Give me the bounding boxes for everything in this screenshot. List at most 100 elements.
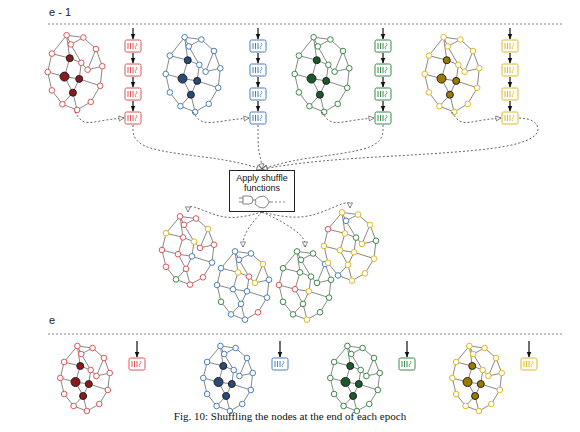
queue-bar — [402, 361, 403, 367]
epoch-label: e — [49, 314, 55, 326]
graph-vertex — [350, 393, 357, 400]
graph-vertex — [167, 90, 173, 96]
queue-box — [375, 64, 391, 76]
graph-vertex — [189, 253, 195, 259]
queue-slot — [375, 112, 391, 124]
graph-vertex — [223, 393, 230, 400]
graph-edge — [88, 49, 96, 70]
graph-vertex — [366, 401, 372, 407]
graph-vertex — [228, 312, 234, 318]
graph-vertex — [175, 251, 181, 257]
queue-bar — [258, 115, 259, 121]
graph-vertex — [81, 35, 87, 41]
graph-vertex — [101, 355, 107, 361]
queue-bar — [407, 361, 408, 367]
graph-vertex — [326, 295, 332, 301]
queue-bar — [526, 361, 527, 367]
queue-arrow — [509, 101, 510, 111]
graph-vertex — [236, 257, 242, 263]
graph-vertex — [88, 367, 94, 373]
graph-vertex — [96, 401, 102, 407]
queue-bar — [529, 361, 530, 367]
queue-bar — [510, 91, 511, 97]
graph-illustration — [159, 214, 217, 288]
graph-vertex — [214, 282, 220, 288]
graph-vertex — [326, 62, 332, 68]
graph-vertex — [75, 343, 81, 349]
graph-vertex — [209, 260, 215, 266]
queue-squiggle — [512, 67, 514, 73]
queue-bar — [383, 67, 384, 73]
graph-vertex — [339, 210, 345, 216]
queue-slot — [125, 112, 141, 124]
graph-vertex — [85, 381, 92, 388]
graph-vertex — [218, 299, 224, 305]
graph-vertex — [315, 44, 321, 50]
graph-vertex — [348, 351, 354, 357]
graph-vertex — [187, 282, 193, 288]
graph-vertex — [203, 69, 209, 75]
graph-vertex — [197, 245, 203, 251]
graph-vertex — [90, 345, 96, 351]
graph-vertex — [367, 222, 373, 228]
box-text: Apply shuffle functions — [230, 171, 294, 193]
queue-box — [129, 358, 145, 370]
queue-slot — [250, 64, 266, 76]
queue-bar — [132, 361, 133, 367]
queue-bar — [510, 115, 511, 121]
graph-vertex — [290, 312, 296, 318]
graph-vertex — [76, 75, 83, 82]
queue-bar — [130, 115, 131, 121]
graph-vertex — [180, 235, 186, 241]
graph-vertex — [469, 363, 476, 370]
graph-vertex — [450, 375, 456, 381]
graph-vertex — [231, 367, 237, 373]
dotted-arrow — [262, 118, 538, 169]
graph-vertex — [218, 265, 224, 271]
graph-vertex — [437, 103, 443, 109]
queue-bar — [505, 67, 506, 73]
queue-squiggle — [260, 91, 262, 97]
graph-vertex — [482, 345, 488, 351]
graph-vertex — [97, 83, 103, 89]
queue-slot — [502, 64, 518, 76]
queue-bar — [130, 43, 131, 49]
graph-vertex — [252, 280, 258, 286]
queue-box — [399, 358, 415, 370]
graph-vertex — [280, 265, 286, 271]
graph-vertex — [307, 74, 316, 83]
queue-box — [125, 112, 141, 124]
queue-box — [502, 40, 518, 52]
queue-bar — [280, 361, 281, 367]
graph-vertex — [426, 90, 432, 96]
graph-vertex — [193, 216, 199, 222]
graph-vertex — [69, 89, 76, 96]
gate-wire — [239, 198, 285, 202]
queue-bar — [524, 361, 525, 367]
queue-arrow — [132, 77, 133, 87]
graph-vertex — [177, 214, 183, 220]
graph-vertex — [238, 301, 244, 307]
queue-bar — [255, 91, 256, 97]
queue-bar — [255, 67, 256, 73]
graph-illustration — [45, 32, 105, 112]
graph-vertex — [341, 403, 347, 409]
dotted-arrow — [75, 112, 124, 122]
graph-vertex — [364, 373, 370, 379]
queue-bar — [128, 115, 129, 121]
graph-vertex — [308, 274, 314, 280]
graph-vertex — [45, 69, 51, 75]
queue-arrow — [382, 53, 383, 63]
graph-vertex — [488, 401, 494, 407]
queue-bar — [137, 361, 138, 367]
graph-vertex — [499, 370, 505, 376]
dotted-arrow — [322, 112, 374, 122]
graph-vertex — [477, 381, 484, 388]
queue-bar — [130, 67, 131, 73]
graph-vertex — [359, 241, 365, 247]
graph-vertex — [88, 99, 94, 105]
queue-slot — [272, 358, 288, 370]
graph-vertex — [71, 403, 77, 409]
graph-vertex — [298, 257, 304, 263]
